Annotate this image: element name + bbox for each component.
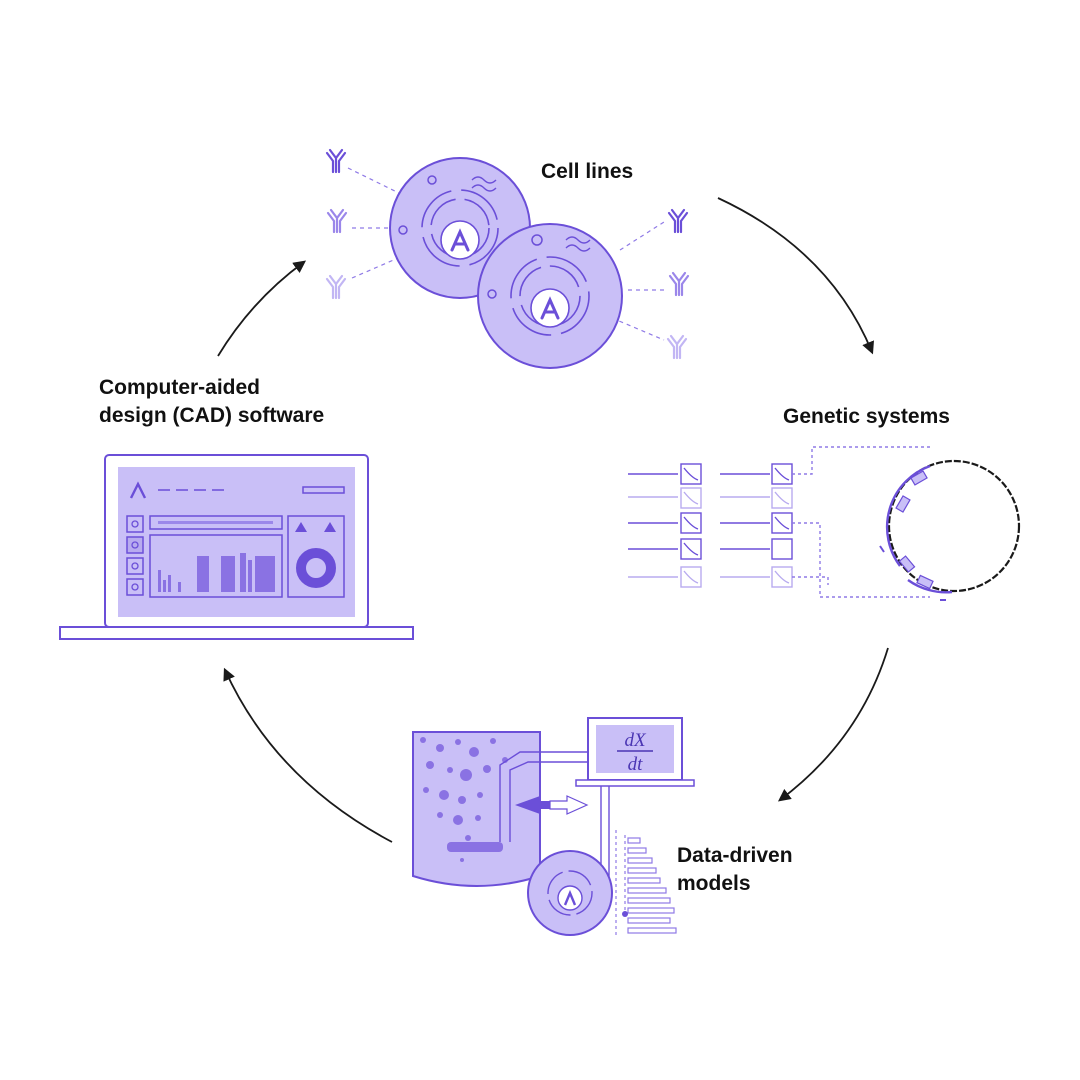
cycle-arrow-icon <box>777 647 889 802</box>
cycle-arrow-icon <box>717 197 874 355</box>
data-stack-icon <box>615 830 677 935</box>
antibody-icon <box>325 148 347 174</box>
antibody-icon <box>666 334 688 360</box>
antibody-icon <box>668 271 690 297</box>
label-cell-lines: Cell lines <box>541 160 634 183</box>
plasmid-icon <box>879 459 1021 601</box>
equation-monitor: dX dt <box>575 717 695 880</box>
brand-logo-icon <box>450 228 470 252</box>
label-data-driven-models: Data-driven models <box>677 844 793 895</box>
cycle-arrow-icon <box>223 667 393 843</box>
bioreactor-icon <box>412 731 596 887</box>
genetic-circuit-icon <box>628 446 930 598</box>
label-genetic-systems: Genetic systems <box>783 405 950 428</box>
laptop-icon <box>59 454 414 640</box>
brand-logo-icon <box>540 296 560 320</box>
cell-icon <box>477 223 623 369</box>
antibody-icon <box>325 274 347 300</box>
antibody-icon <box>326 208 348 234</box>
equation-numerator: dX <box>624 730 647 751</box>
equation-denominator: dt <box>628 754 644 775</box>
cell-icon <box>527 850 613 936</box>
label-cad-software: Computer-aided design (CAD) software <box>99 376 325 427</box>
brand-logo-icon <box>563 889 577 906</box>
cycle-arrow-icon <box>217 260 307 357</box>
antibody-icon <box>667 208 689 234</box>
